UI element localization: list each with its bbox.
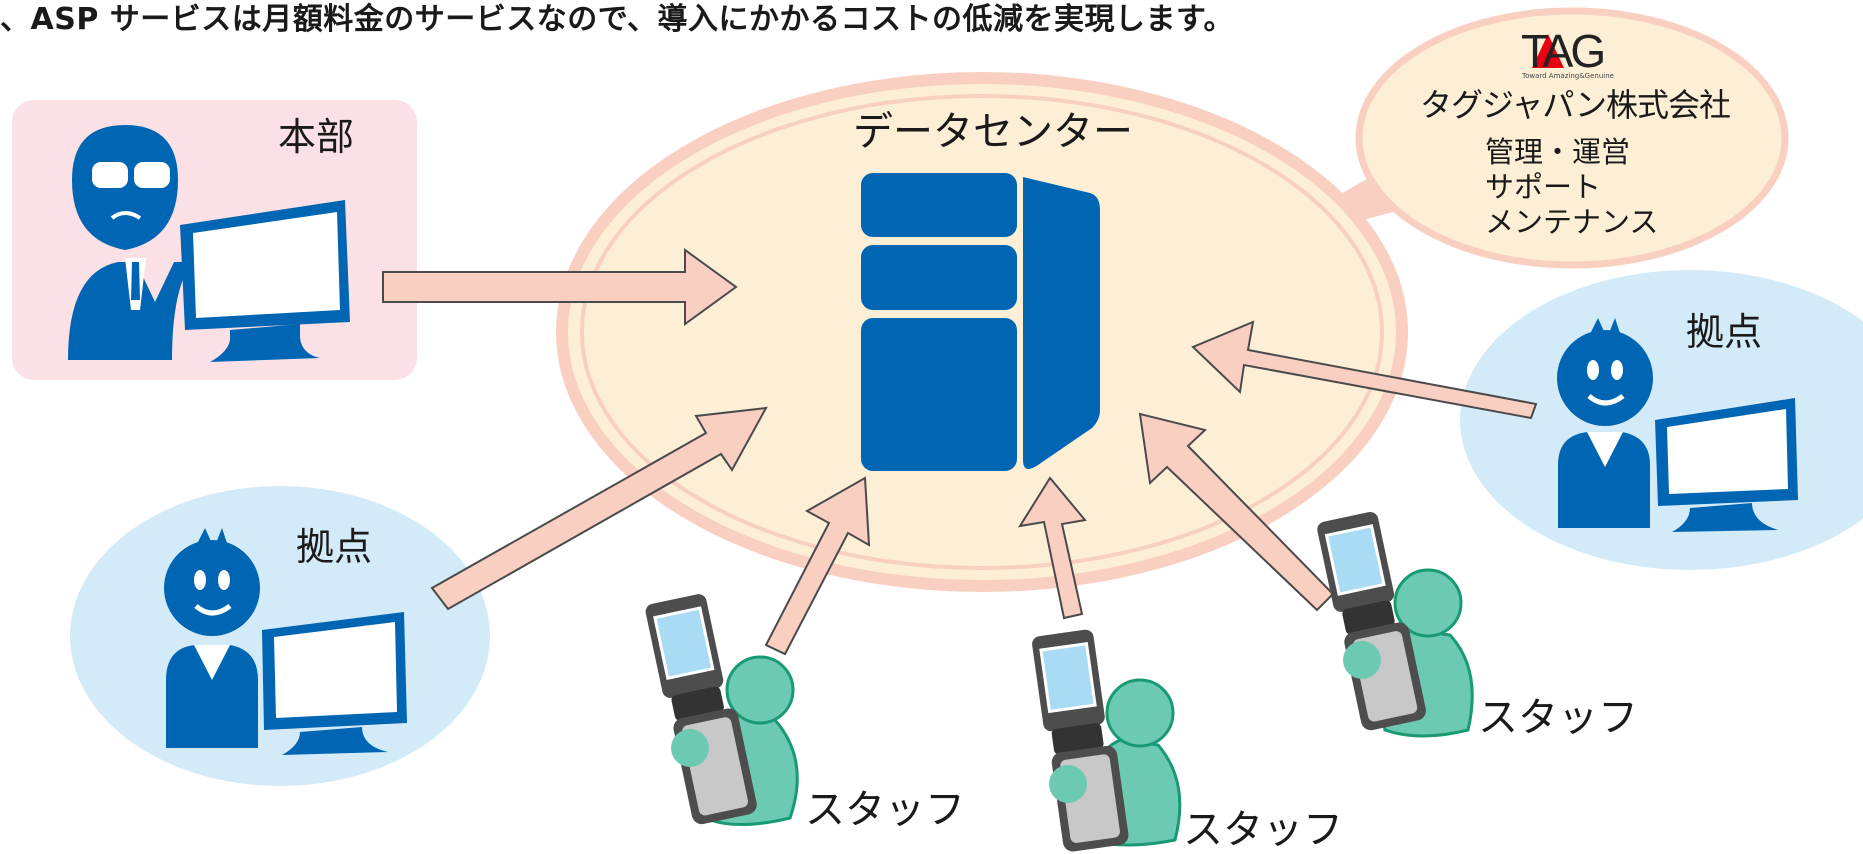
company-logo-tagline: Toward Amazing&Genuine <box>1522 72 1614 80</box>
service-item: 管理・運営 <box>1485 135 1631 169</box>
monitor-icon-site-right <box>1655 398 1798 532</box>
manager-icon <box>68 125 192 360</box>
page-caption: 、ASP サービスは月額料金のサービスなので、導入にかかるコストの低減を実現しま… <box>0 2 1235 37</box>
company-name: タグジャパン株式会社 <box>1420 86 1731 124</box>
staff-phone-icon-3 <box>1317 511 1474 738</box>
staff-label-1: スタッフ <box>805 787 965 833</box>
company-logo: TAG <box>1521 25 1606 77</box>
arrow-site-left-to-datacenter <box>430 406 768 611</box>
staff-phone-icon-1 <box>645 594 799 826</box>
arrow-hq-to-datacenter <box>382 248 738 326</box>
staff-label-3: スタッフ <box>1478 695 1638 741</box>
arrow-staff3-to-datacenter <box>1138 412 1335 612</box>
arrow-staff1-to-datacenter <box>764 476 871 656</box>
site-staff-icon-left <box>164 528 260 748</box>
site-label-right: 拠点 <box>1686 310 1763 354</box>
monitor-icon <box>180 200 350 362</box>
monitor-icon-site-left <box>262 612 407 755</box>
company-bubble <box>1355 7 1789 269</box>
server-icon <box>861 173 1100 471</box>
tag-logo-triangle-icon <box>1532 34 1564 68</box>
service-item: サポート <box>1485 170 1602 204</box>
data-center-label: データセンター <box>853 109 1133 155</box>
site-label-left: 拠点 <box>296 525 373 569</box>
service-item: メンテナンス <box>1485 205 1659 239</box>
staff-phone-icon-2 <box>1032 629 1182 852</box>
arrow-staff2-to-datacenter <box>1017 476 1087 620</box>
arrow-site-right-to-datacenter <box>1191 320 1538 420</box>
site-staff-icon-right <box>1557 318 1653 528</box>
headquarters-label: 本部 <box>278 115 355 159</box>
staff-label-2: スタッフ <box>1183 807 1343 853</box>
